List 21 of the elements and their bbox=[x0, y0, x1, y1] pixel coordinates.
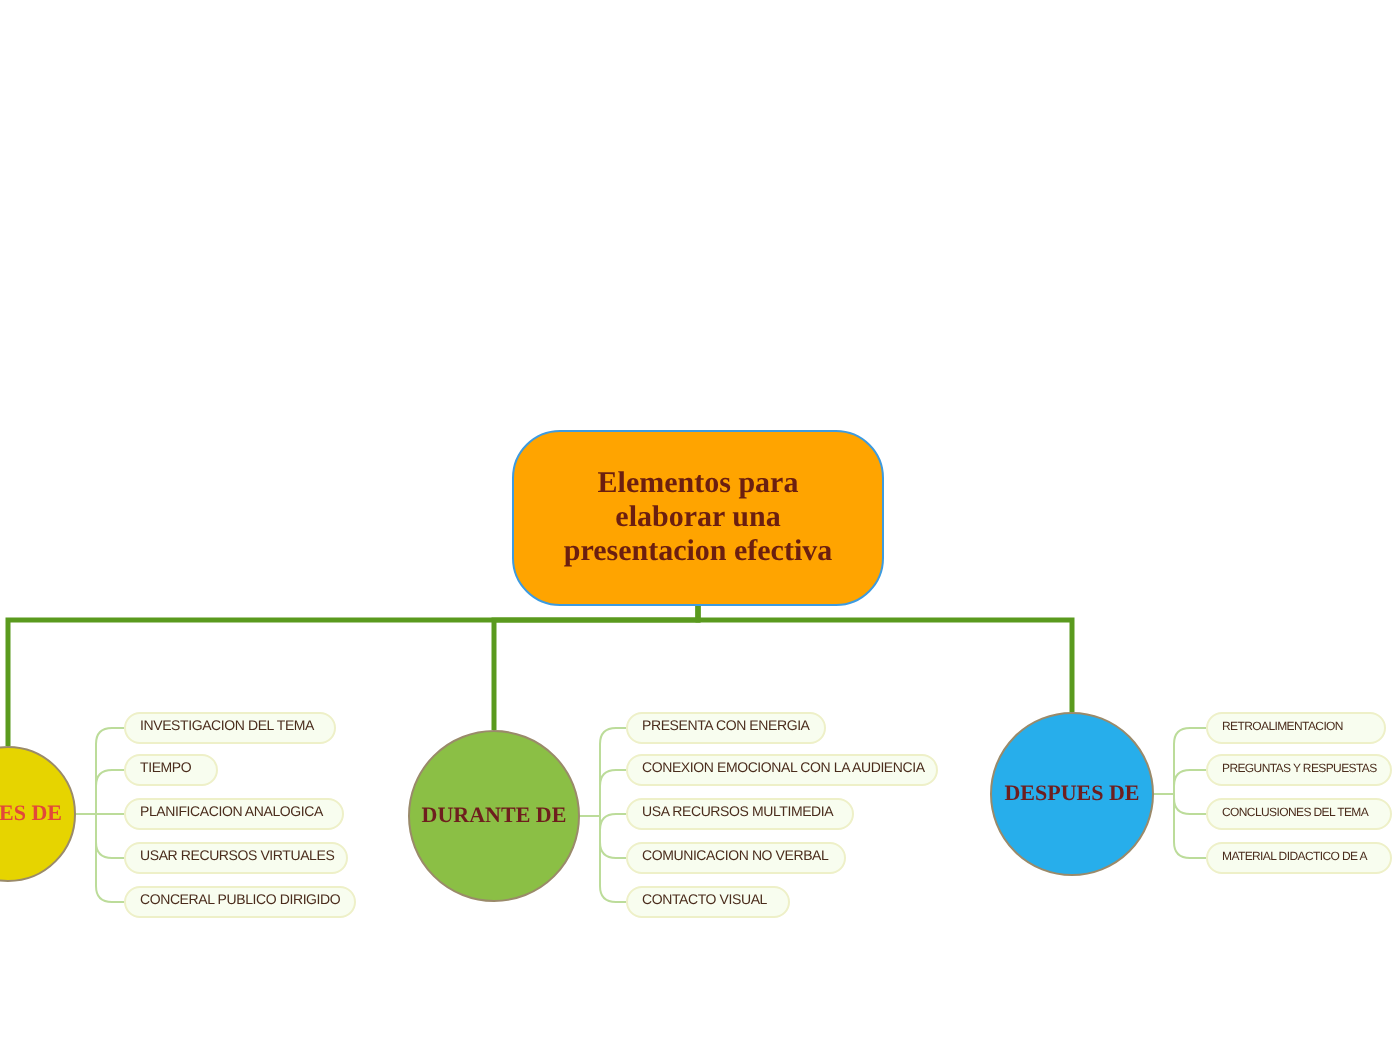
branch-title: ES DE bbox=[0, 799, 62, 830]
branch-title: DURANTE DE bbox=[421, 801, 567, 832]
topic-pill bbox=[124, 754, 218, 786]
connector-line bbox=[695, 606, 1075, 712]
topic-title: Elementos para elaborar una presentacion efectiva bbox=[561, 467, 835, 569]
topic-pill bbox=[626, 712, 826, 744]
connector-line bbox=[75, 813, 125, 903]
topic-pill bbox=[626, 842, 846, 874]
topic-pill bbox=[1206, 754, 1392, 786]
topic-pill bbox=[124, 886, 356, 918]
topic-pill bbox=[124, 842, 348, 874]
topic-pill bbox=[1206, 842, 1392, 874]
topic-box bbox=[512, 430, 884, 606]
topic-pill bbox=[124, 798, 344, 830]
topic-pill bbox=[626, 798, 854, 830]
topic-pill bbox=[124, 712, 336, 744]
topic-pill bbox=[626, 886, 790, 918]
topic-pill bbox=[1206, 712, 1386, 744]
branch-title: DESPUES DE bbox=[1004, 779, 1140, 810]
topic-pill bbox=[626, 754, 938, 786]
topic-pill bbox=[1206, 798, 1392, 830]
